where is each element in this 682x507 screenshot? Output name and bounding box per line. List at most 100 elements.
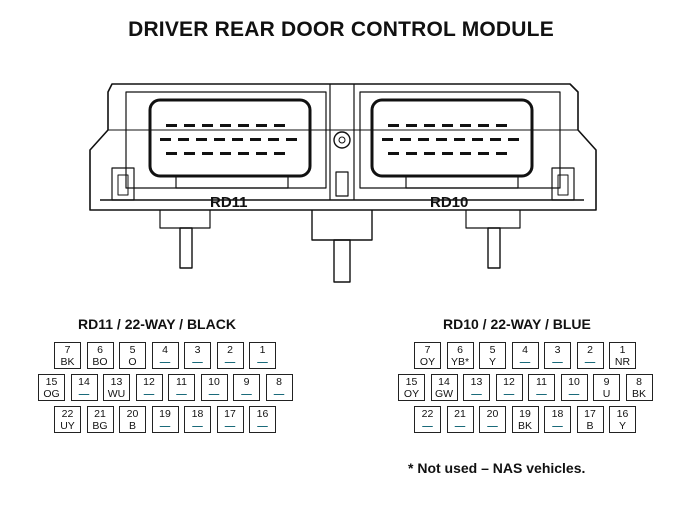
pin-number: 2 [587,344,593,356]
pin-number: 19 [159,408,171,420]
connector-title-rd11: RD11 / 22-WAY / BLACK [78,316,236,332]
pin-number: 16 [256,408,269,420]
pin-cell: 2— [216,342,244,369]
pin-number: 5 [489,344,496,356]
pin-wire-color: — [471,388,482,400]
pin-wire-color: — [503,388,515,400]
pin-cell: 12— [135,374,163,401]
pin-wire-color: — [159,356,171,368]
pin-number: 6 [457,344,463,356]
pin-cell: 2— [576,342,604,369]
pin-wire-color: — [273,388,285,400]
pin-wire-color: OG [43,388,60,400]
pin-number: 14 [78,376,90,388]
pin-cell: 18— [544,406,571,433]
pin-wire-color: — [224,356,236,368]
pin-number: 22 [421,408,434,420]
pin-number: 3 [554,344,561,356]
pin-number: 13 [470,376,483,388]
pin-wire-color: YB* [450,356,470,368]
pin-wire-color: B [586,420,594,432]
pin-cell: 10— [200,374,228,401]
pin-cell: 8— [265,374,293,401]
pin-number: 1 [259,344,266,356]
pin-wire-color: BG [92,420,108,432]
pin-cell: 16— [249,406,276,433]
pin-wire-color: O [128,356,137,368]
pin-cell: 4— [151,342,179,369]
pin-cell: 10— [560,374,588,401]
pin-wire-color: — [552,356,563,368]
pin-cell: 3— [544,342,571,369]
pin-wire-color: — [487,420,498,432]
pin-cell: 14— [70,374,98,401]
pin-wire-color: — [192,420,203,432]
pin-number: 15 [405,376,418,388]
pin-number: 14 [438,376,450,388]
pin-number: 8 [636,376,642,388]
pin-wire-color: UY [60,420,75,432]
pin-wire-color: — [257,356,268,368]
pin-wire-color: — [257,420,268,432]
pin-wire-color: — [208,388,220,400]
pin-cell: 13— [463,374,490,401]
pin-number: 19 [519,408,531,420]
pin-wire-color: Y [488,356,496,368]
pin-number: 17 [584,408,596,420]
pin-number: 11 [176,376,187,388]
pin-wire-color: — [78,388,90,400]
pin-number: 12 [143,376,155,388]
pin-number: 3 [194,344,201,356]
pin-wire-color: — [192,356,203,368]
pin-cell: 21— [446,406,474,433]
pin-wire-color: — [584,356,596,368]
pin-number: 9 [603,376,610,388]
pin-wire-color: GW [434,388,454,400]
pin-number: 10 [568,376,580,388]
footnote: * Not used – NAS vehicles. [408,460,586,476]
pin-number: 5 [129,344,136,356]
pin-wire-color: — [159,420,171,432]
pin-wire-color: — [552,420,563,432]
pin-number: 9 [243,376,250,388]
pin-cell: 3— [184,342,211,369]
pin-cell: 19— [151,406,179,433]
pin-number: 18 [551,408,564,420]
pin-number: 4 [162,344,168,356]
pin-cell: 1— [249,342,276,369]
pin-number: 17 [224,408,236,420]
pin-wire-color: BK [631,388,646,400]
pin-cell: 12— [495,374,523,401]
pin-wire-color: — [241,388,252,400]
pin-wire-color: BO [92,356,108,368]
pin-cell: 11— [168,374,195,401]
pin-number: 13 [110,376,123,388]
pin-wire-color: Y [618,420,626,432]
pin-number: 7 [424,344,431,356]
pin-cell: 22— [414,406,441,433]
pin-cell: 4— [511,342,539,369]
pin-number: 15 [45,376,58,388]
pin-number: 4 [522,344,528,356]
pin-cell: 17— [216,406,244,433]
pin-number: 16 [616,408,629,420]
pin-number: 20 [126,408,139,420]
pin-number: 10 [208,376,220,388]
pin-wire-color: — [454,420,466,432]
